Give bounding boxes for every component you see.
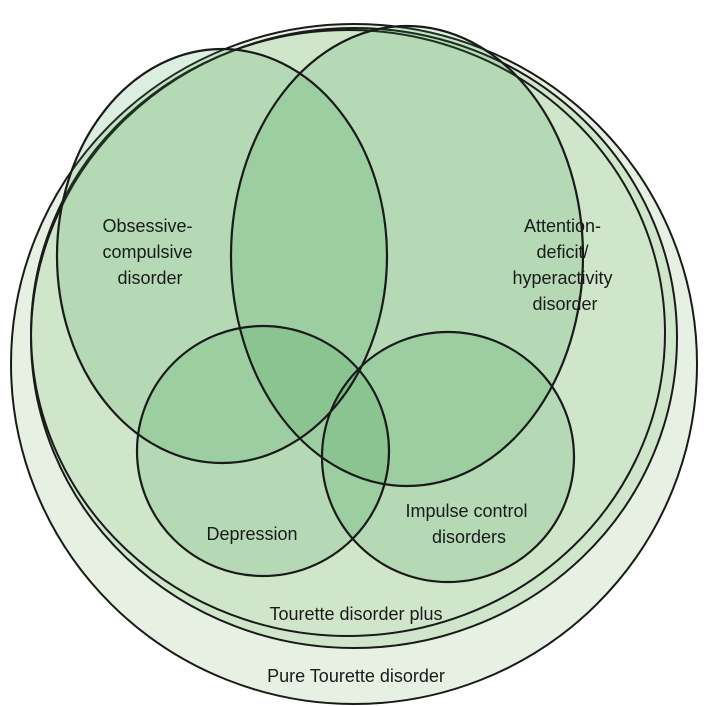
pure-tourette-label: Pure Tourette disorder: [267, 666, 445, 686]
depression-circle: [135, 324, 391, 578]
ocd-circle: [55, 47, 389, 465]
adhd-label: Attention- deficit/ hyperactivity disord…: [512, 216, 617, 314]
adhd-circle: [229, 24, 585, 488]
impulse-label: Impulse control disorders: [405, 501, 532, 547]
ocd-fill: [57, 49, 387, 463]
adhd-fill: [231, 26, 583, 486]
tourette-plus-label: Tourette disorder plus: [269, 604, 442, 624]
depression-fill: [137, 326, 389, 576]
tourette-plus-inner-ring: [30, 29, 666, 637]
impulse-circle: [320, 330, 576, 584]
ocd-label: Obsessive- compulsive disorder: [102, 216, 197, 288]
impulse-fill: [322, 332, 574, 582]
depression-label: Depression: [206, 524, 297, 544]
